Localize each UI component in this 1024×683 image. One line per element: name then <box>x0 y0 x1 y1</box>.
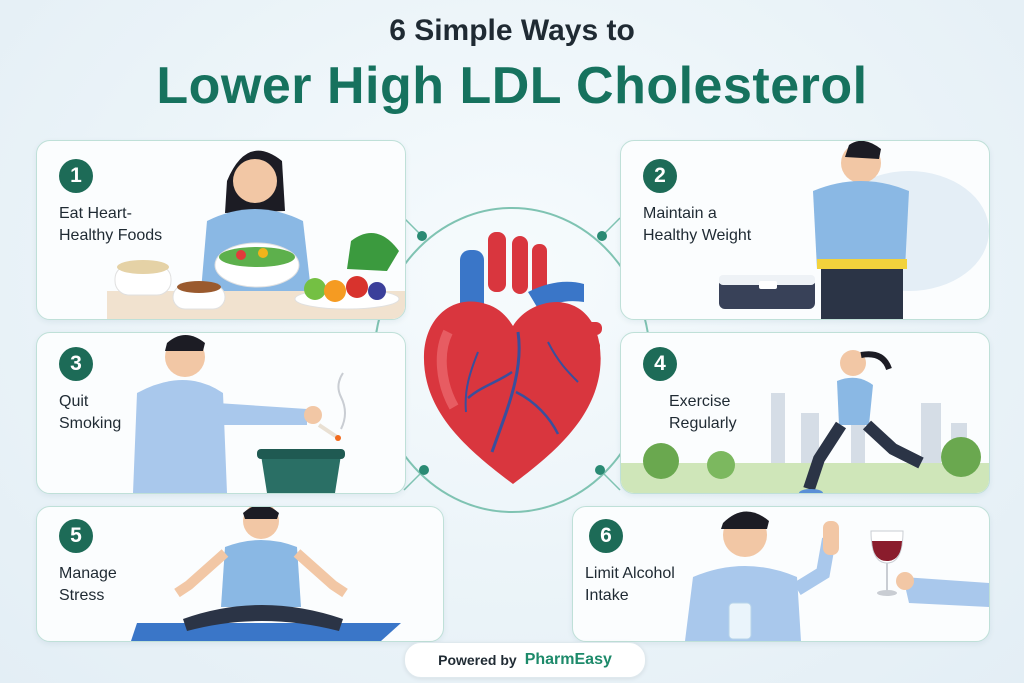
tip-card-1: 1 Eat Heart- Healthy Foods <box>36 140 406 320</box>
tip-label: Limit Alcohol Intake <box>585 565 675 604</box>
title-line-1: 6 Simple Ways to <box>389 14 635 47</box>
tip-card-3: 3 Quit Smoking <box>36 332 406 494</box>
tip-card-4: 4 Exercise Regularly <box>620 332 990 494</box>
tip-label: Exercise Regularly <box>669 393 737 432</box>
tip-card-6: 6 Limit Alcohol Intake <box>572 506 990 642</box>
connector-dot <box>597 231 607 241</box>
scale-illustration <box>719 141 989 319</box>
tip-label: Eat Heart- Healthy Foods <box>59 205 163 244</box>
heart-illustration <box>423 232 602 484</box>
tip-label: Manage Stress <box>59 565 117 604</box>
tip-label: Quit Smoking <box>59 393 122 432</box>
connector-dot <box>595 465 605 475</box>
runner-illustration <box>621 350 989 493</box>
wine-glass-illustration <box>685 511 989 641</box>
tip-number-badge: 2 <box>643 159 677 193</box>
brand-logo-text: PharmEasy <box>524 651 612 668</box>
powered-by-badge: Powered by PharmEasy <box>404 642 646 678</box>
powered-by-text: Powered by <box>438 652 517 668</box>
title-line-2: Lower High LDL Cholesterol <box>156 57 868 115</box>
tip-card-5: 5 Manage Stress <box>36 506 444 642</box>
tip-number-badge: 4 <box>643 347 677 381</box>
tip-number-badge: 3 <box>59 347 93 381</box>
connector-dot <box>417 231 427 241</box>
tip-label: Maintain a Healthy Weight <box>643 205 752 244</box>
tip-number-badge: 5 <box>59 519 93 553</box>
food-bowl-illustration <box>107 150 405 319</box>
tip-number-badge: 6 <box>589 519 623 553</box>
connector-dot <box>419 465 429 475</box>
tip-card-2: 2 Maintain a Healthy Weight <box>620 140 990 320</box>
tip-number-badge: 1 <box>59 159 93 193</box>
meditation-illustration <box>131 507 401 641</box>
cigarette-bin-illustration <box>133 335 346 493</box>
